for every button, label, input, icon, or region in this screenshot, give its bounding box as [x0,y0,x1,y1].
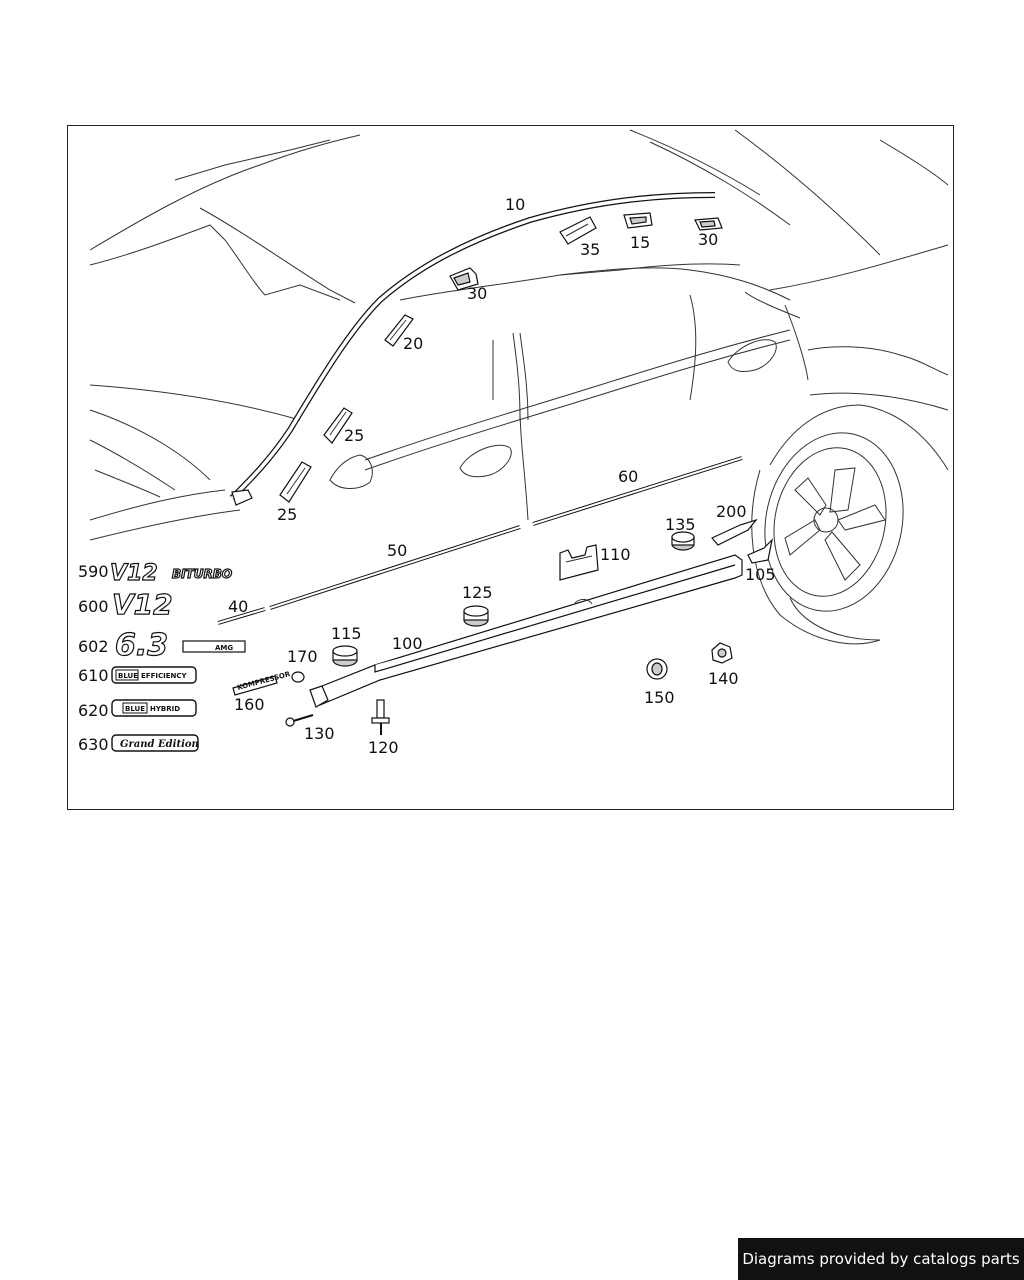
svg-text:BITURBO: BITURBO [172,567,232,581]
holder-110 [559,544,599,581]
svg-text:BLUE: BLUE [118,672,138,680]
callout-620: 620 [78,701,109,720]
callout-25: 25 [344,426,364,445]
callout-125: 125 [462,583,493,602]
callout-135: 135 [665,515,696,534]
callout-200: 200 [716,502,747,521]
callout-15: 15 [630,233,650,252]
diagram-frame [67,125,954,810]
bracket-105 [747,538,773,564]
footer-credit: Diagrams provided by catalogs parts [738,1238,1024,1280]
sill-panel [309,554,743,708]
callout-120: 120 [368,738,399,757]
clip-20 [384,314,414,347]
screw-130 [285,714,314,727]
callout-610: 610 [78,666,109,685]
callout-10: 10 [505,195,525,214]
emblem-6-3-amg: 6.3 AMG [114,627,246,664]
callout-35: 35 [580,240,600,259]
nut-150 [646,658,668,680]
roof-trim-strip [229,192,716,506]
svg-text:Grand Edition: Grand Edition [120,739,199,750]
callout-170: 170 [287,647,318,666]
callout-130: 130 [304,724,335,743]
callout-600: 600 [78,597,109,616]
callout-150: 150 [644,688,675,707]
clip-25-lower [279,461,312,503]
emblem-blue-efficiency: BLUE EFFICIENCY [111,666,197,684]
callout-160: 160 [234,695,265,714]
callout-602: 602 [78,637,109,656]
clip-15 [623,212,653,229]
footer-credit-text: Diagrams provided by catalogs parts [742,1250,1020,1268]
callout-60: 60 [618,467,638,486]
grommet-115 [332,645,358,667]
bracket-200 [711,518,758,546]
clip-30-upper [449,267,479,291]
emblem-grand-edition: Grand Edition [111,734,199,752]
callout-115: 115 [331,624,362,643]
clip-120 [371,699,390,735]
callout-30: 30 [467,284,487,303]
callout-25: 25 [277,505,297,524]
svg-text:AMG: AMG [215,644,233,652]
svg-text:KOMPRESSOR: KOMPRESSOR [236,670,291,692]
callout-590: 590 [78,562,109,581]
callout-110: 110 [600,545,631,564]
clip-35 [559,216,597,245]
callout-30: 30 [698,230,718,249]
plug-170 [291,671,305,683]
grommet-135 [671,531,695,551]
callout-140: 140 [708,669,739,688]
clip-25-upper [323,407,353,444]
svg-text:EFFICIENCY: EFFICIENCY [141,672,187,680]
callouts: 10 35 15 30 30 20 25 25 60 200 135 110 1… [78,195,776,757]
svg-text:HYBRID: HYBRID [150,705,180,713]
callout-630: 630 [78,735,109,754]
car-outline [89,129,949,645]
trim-strips [217,456,743,625]
svg-text:V12: V12 [110,561,158,586]
callout-100: 100 [392,634,423,653]
emblem-v12-biturbo: V12 BITURBO [109,560,232,586]
svg-text:V12: V12 [112,588,173,621]
callout-20: 20 [403,334,423,353]
emblem-160: KOMPRESSOR [232,670,292,696]
emblem-blue-hybrid: BLUE HYBRID [111,699,197,717]
callout-105: 105 [745,565,776,584]
grommet-125 [463,605,489,627]
nut-140 [711,642,733,664]
callout-50: 50 [387,541,407,560]
emblem-v12: V12 [111,587,173,621]
svg-text:6.3: 6.3 [115,628,168,663]
callout-40: 40 [228,597,248,616]
svg-text:BLUE: BLUE [125,705,145,713]
clip-30-right [694,217,723,231]
